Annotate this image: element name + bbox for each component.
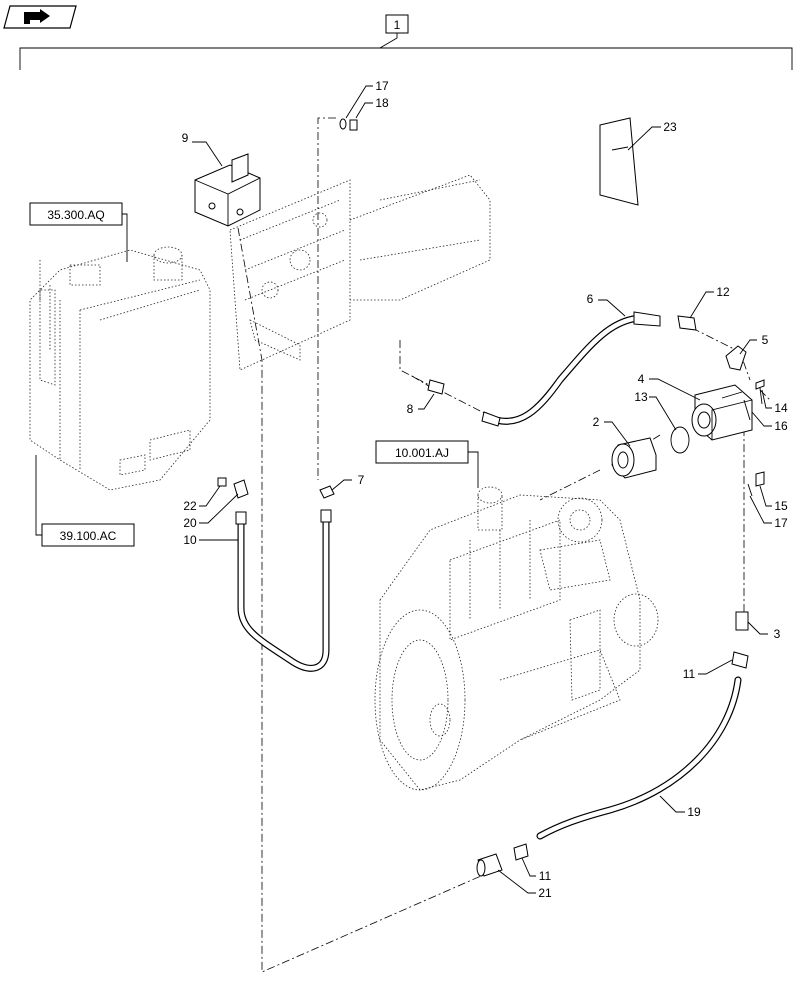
callout-17-right: 17 xyxy=(774,516,788,530)
callout-5: 5 xyxy=(762,333,769,347)
adapter-fitting-3 xyxy=(735,611,749,631)
callout-22: 22 xyxy=(183,499,197,513)
callout-7: 7 xyxy=(358,473,365,487)
ref-35-300-aq[interactable]: 35.300.AQ xyxy=(47,208,104,222)
hydraulic-reservoir xyxy=(29,246,211,491)
adapter-fitting-21 xyxy=(476,853,503,877)
suction-hose-19 xyxy=(536,676,742,840)
callout-2: 2 xyxy=(593,415,600,429)
callout-3: 3 xyxy=(774,627,781,641)
return-hose-10 xyxy=(235,509,332,672)
drive-gear xyxy=(611,437,657,479)
mounting-frame xyxy=(229,174,491,371)
callout-9: 9 xyxy=(182,131,189,145)
assembly-number: 1 xyxy=(394,18,401,32)
callout-12: 12 xyxy=(716,285,730,299)
o-ring-13 xyxy=(670,426,690,454)
straight-fitting-8 xyxy=(427,379,445,395)
callout-19: 19 xyxy=(687,805,701,819)
callout-11-bottom: 11 xyxy=(539,869,552,883)
callout-21: 21 xyxy=(538,886,552,900)
callout-20: 20 xyxy=(183,516,197,530)
callout-23: 23 xyxy=(663,120,677,134)
callout-16: 16 xyxy=(774,419,788,433)
operator-manual xyxy=(599,117,639,206)
page-turn-arrow-icon[interactable] xyxy=(3,5,77,29)
pressure-hose-6 xyxy=(481,311,661,427)
callout-8: 8 xyxy=(407,402,414,416)
callout-11-right: 11 xyxy=(683,667,696,681)
callout-4: 4 xyxy=(638,372,645,386)
ref-10-001-aj[interactable]: 10.001.AJ xyxy=(395,446,449,460)
engine xyxy=(374,486,659,791)
bolt-and-washer-right xyxy=(747,471,765,497)
callout-15: 15 xyxy=(774,499,788,513)
elbow-fitting-12 xyxy=(677,315,697,331)
assembly-chain-lines xyxy=(237,117,771,973)
washer-and-nut-top xyxy=(339,118,358,131)
hose-clamp-7 xyxy=(319,485,335,499)
elbow-and-clamp xyxy=(217,477,249,499)
hydraulic-pump xyxy=(691,384,753,441)
callout-18: 18 xyxy=(375,96,389,110)
callout-10: 10 xyxy=(183,533,197,547)
mounting-bolts xyxy=(743,379,765,421)
assembly-bracket xyxy=(19,14,793,70)
callout-13: 13 xyxy=(634,390,648,404)
hose-clamp-11-right xyxy=(731,651,749,669)
valve-block xyxy=(194,153,261,227)
callout-17-top: 17 xyxy=(375,79,389,93)
callout-6: 6 xyxy=(587,292,594,306)
ref-39-100-ac[interactable]: 39.100.AC xyxy=(60,529,117,543)
callout-14: 14 xyxy=(774,401,788,415)
hose-clamp-11-bottom xyxy=(513,843,529,861)
